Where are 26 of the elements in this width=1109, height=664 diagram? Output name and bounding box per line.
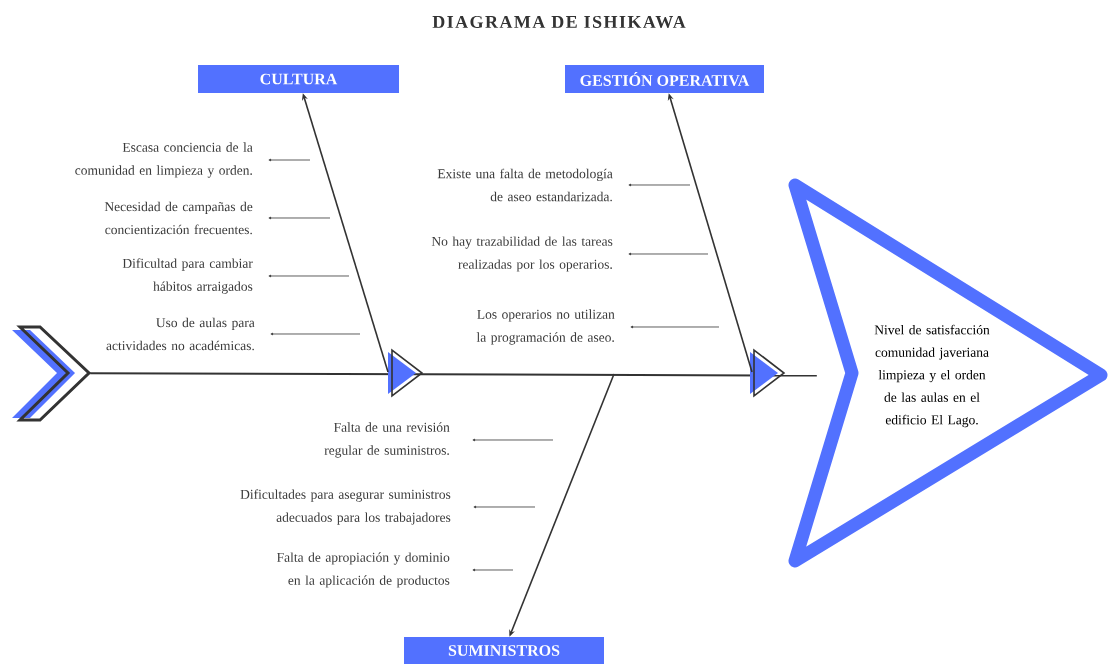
category-box: GESTIÓN OPERATIVA: [565, 65, 764, 93]
cause-text: Dificultad para cambiar hábitos arraigados: [122, 258, 253, 294]
cause-text: Los operarios no utilizan la programación de aseo.: [476, 309, 615, 345]
category-box: CULTURA: [198, 65, 399, 93]
cause-arrow: [472, 568, 514, 572]
cause-arrow: [628, 183, 691, 187]
cause-text: Necesidad de campañas de concientización frecuentes.: [104, 201, 253, 235]
tail-chevron-drawing: [12, 325, 92, 422]
title: DIAGRAMA DE ISHIKAWA: [432, 15, 686, 29]
cause-arrow: [268, 216, 331, 220]
cause-arrow: [268, 158, 311, 162]
cause-text: Escasa conciencia de la comunidad en limpieza y orden.: [75, 142, 253, 178]
cause-text: Dificultades para asegurar suministros adecuados para los trabajadores: [240, 489, 451, 525]
cause-arrow: [270, 332, 361, 336]
cause-arrow: [628, 252, 709, 256]
cause-text: Falta de apropiación y dominio en la aplicación de productos: [277, 552, 450, 588]
cause-arrow: [472, 438, 554, 442]
category-box: SUMINISTROS: [404, 637, 604, 664]
cause-text: Existe una falta de metodología de aseo estandarizada.: [437, 168, 613, 202]
cause-arrow: [268, 274, 350, 278]
cause-text: No hay trazabilidad de las tareas realizadas por los operarios.: [431, 236, 613, 272]
cause-text: Uso de aulas para actividades no académicas.: [106, 317, 255, 351]
cause-arrow: [630, 325, 720, 329]
cause-arrow: [473, 505, 536, 509]
effect-arrow-box: Nivel de satisfacción comunidad javeriana limpieza y el orden de las aulas en el edificio El Lago.: [788, 178, 1108, 568]
cause-text: Falta de una revisión regular de suministros.: [324, 422, 450, 458]
